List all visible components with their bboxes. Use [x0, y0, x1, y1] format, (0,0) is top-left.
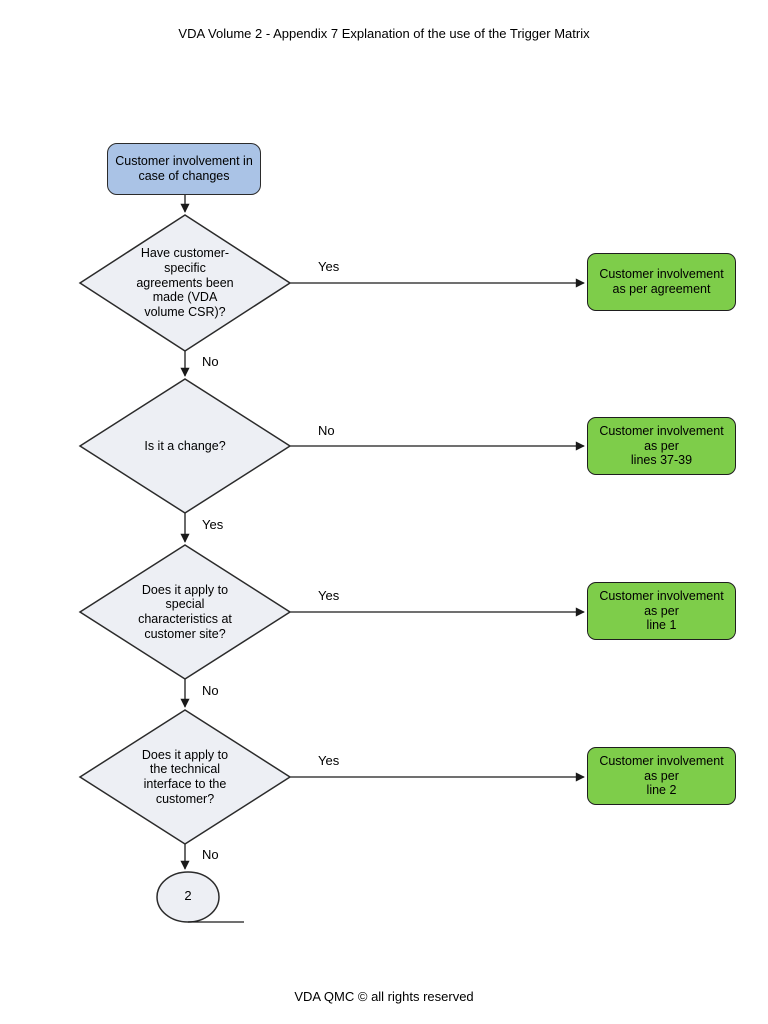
result2-node: Customer involvement as per lines 37-39 — [587, 417, 736, 475]
decision3-side-branch-label: Yes — [318, 588, 340, 603]
result4-node: Customer involvement as per line 2 — [587, 747, 736, 805]
decision4-down-branch-label: No — [202, 847, 219, 862]
decision1-question: Have customer- specific agreements been … — [136, 246, 234, 320]
decision2-side-branch-label: No — [318, 423, 335, 438]
page-footer: VDA QMC © all rights reserved — [294, 989, 474, 1004]
decision1-side-branch-label: Yes — [318, 259, 340, 274]
decision4-side-branch-label: Yes — [318, 753, 340, 768]
off-page-connector-label: 2 — [184, 888, 192, 903]
decision2-question: Is it a change? — [144, 438, 226, 453]
decision1-down-branch-label: No — [202, 354, 219, 369]
decision2-down-branch-label: Yes — [202, 517, 224, 532]
result3-node: Customer involvement as per line 1 — [587, 582, 736, 640]
page-title: VDA Volume 2 - Appendix 7 Explanation of… — [178, 26, 590, 41]
decision3-down-branch-label: No — [202, 683, 219, 698]
decision4-question: Does it apply to the technical interface… — [141, 747, 229, 806]
start-node: Customer involvement in case of changes — [107, 143, 261, 195]
result1-node: Customer involvement as per agreement — [587, 253, 736, 311]
decision3-question: Does it apply to special characteristics… — [138, 582, 232, 641]
